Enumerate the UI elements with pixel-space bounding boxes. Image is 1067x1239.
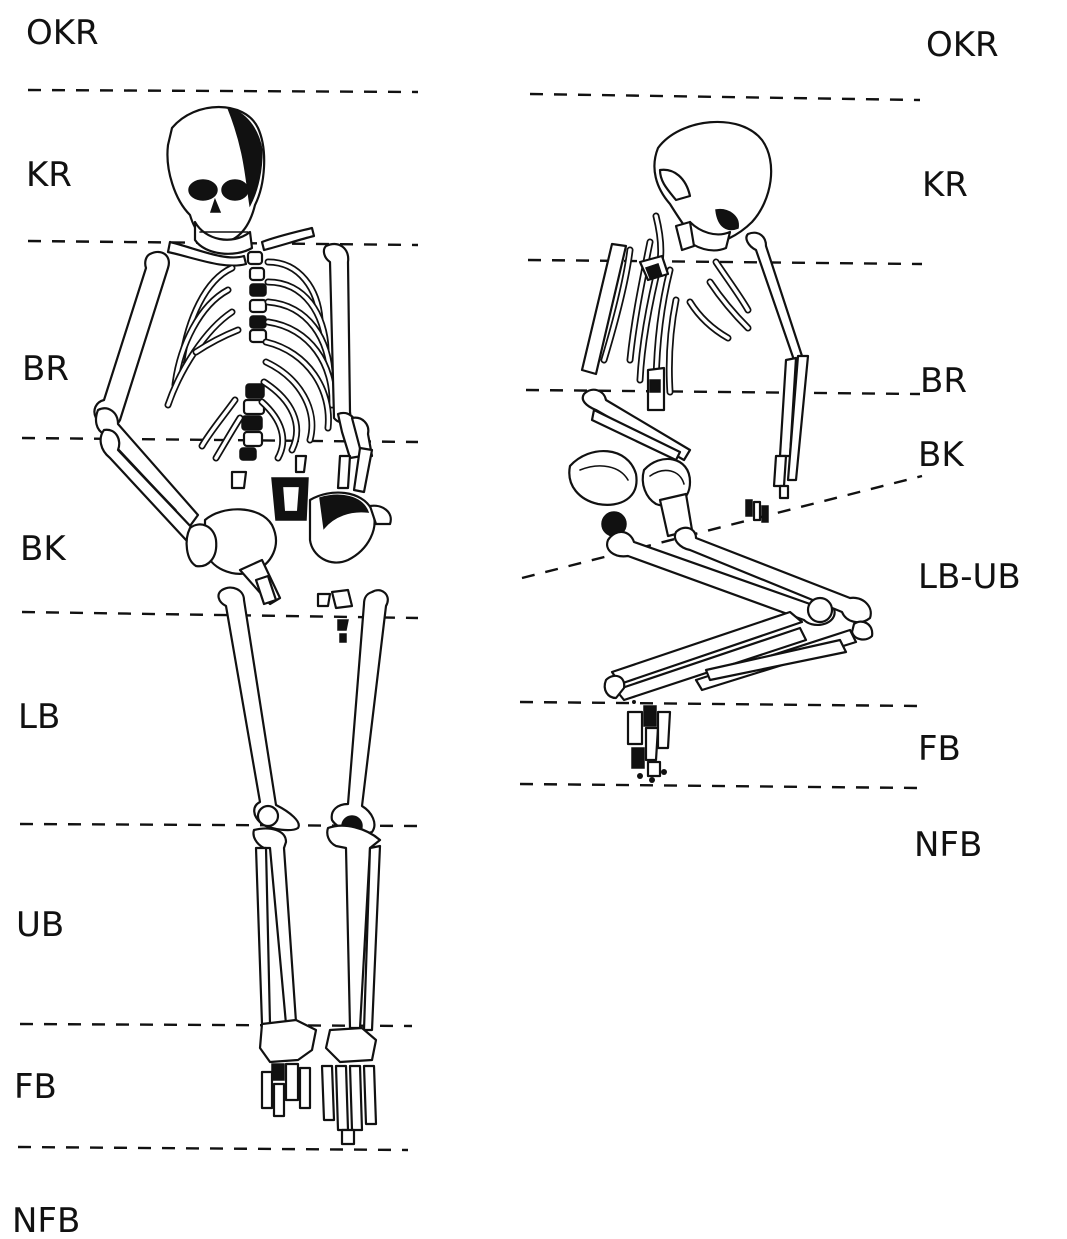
- spine: [240, 252, 266, 460]
- right-zone-label: OKR: [926, 25, 999, 65]
- left-zone-label: LB: [18, 697, 60, 737]
- right-separator: [520, 702, 918, 706]
- left-separator: [22, 612, 418, 618]
- left-zone-label: OKR: [26, 13, 99, 53]
- right-panel: OKR KR BR BK LB-UB FB NFB: [520, 25, 1021, 865]
- left-zone-label: FB: [14, 1067, 57, 1107]
- right-separator: [520, 784, 918, 788]
- left-separator: [28, 90, 418, 92]
- left-zone-label: BK: [20, 529, 67, 569]
- right-zone-label: BR: [920, 361, 967, 401]
- right-zone-label: NFB: [914, 825, 982, 865]
- right-zone-label: LB-UB: [918, 557, 1021, 597]
- right-zone-label: FB: [918, 729, 961, 769]
- right-zone-label: BK: [918, 435, 965, 475]
- left-separator: [18, 1147, 408, 1150]
- right-separator: [530, 94, 920, 100]
- left-zone-label: NFB: [12, 1201, 80, 1239]
- left-zone-label: BR: [22, 349, 69, 389]
- right-separator: [528, 260, 922, 264]
- left-zone-label: UB: [16, 905, 64, 945]
- supine-skeleton-drawing: [94, 107, 390, 1144]
- flexed-skeleton-drawing: [569, 122, 872, 783]
- left-zone-label: KR: [26, 155, 72, 195]
- left-panel: OKR KR BR BK LB UB FB NFB: [12, 13, 418, 1239]
- right-zone-label: KR: [922, 165, 968, 205]
